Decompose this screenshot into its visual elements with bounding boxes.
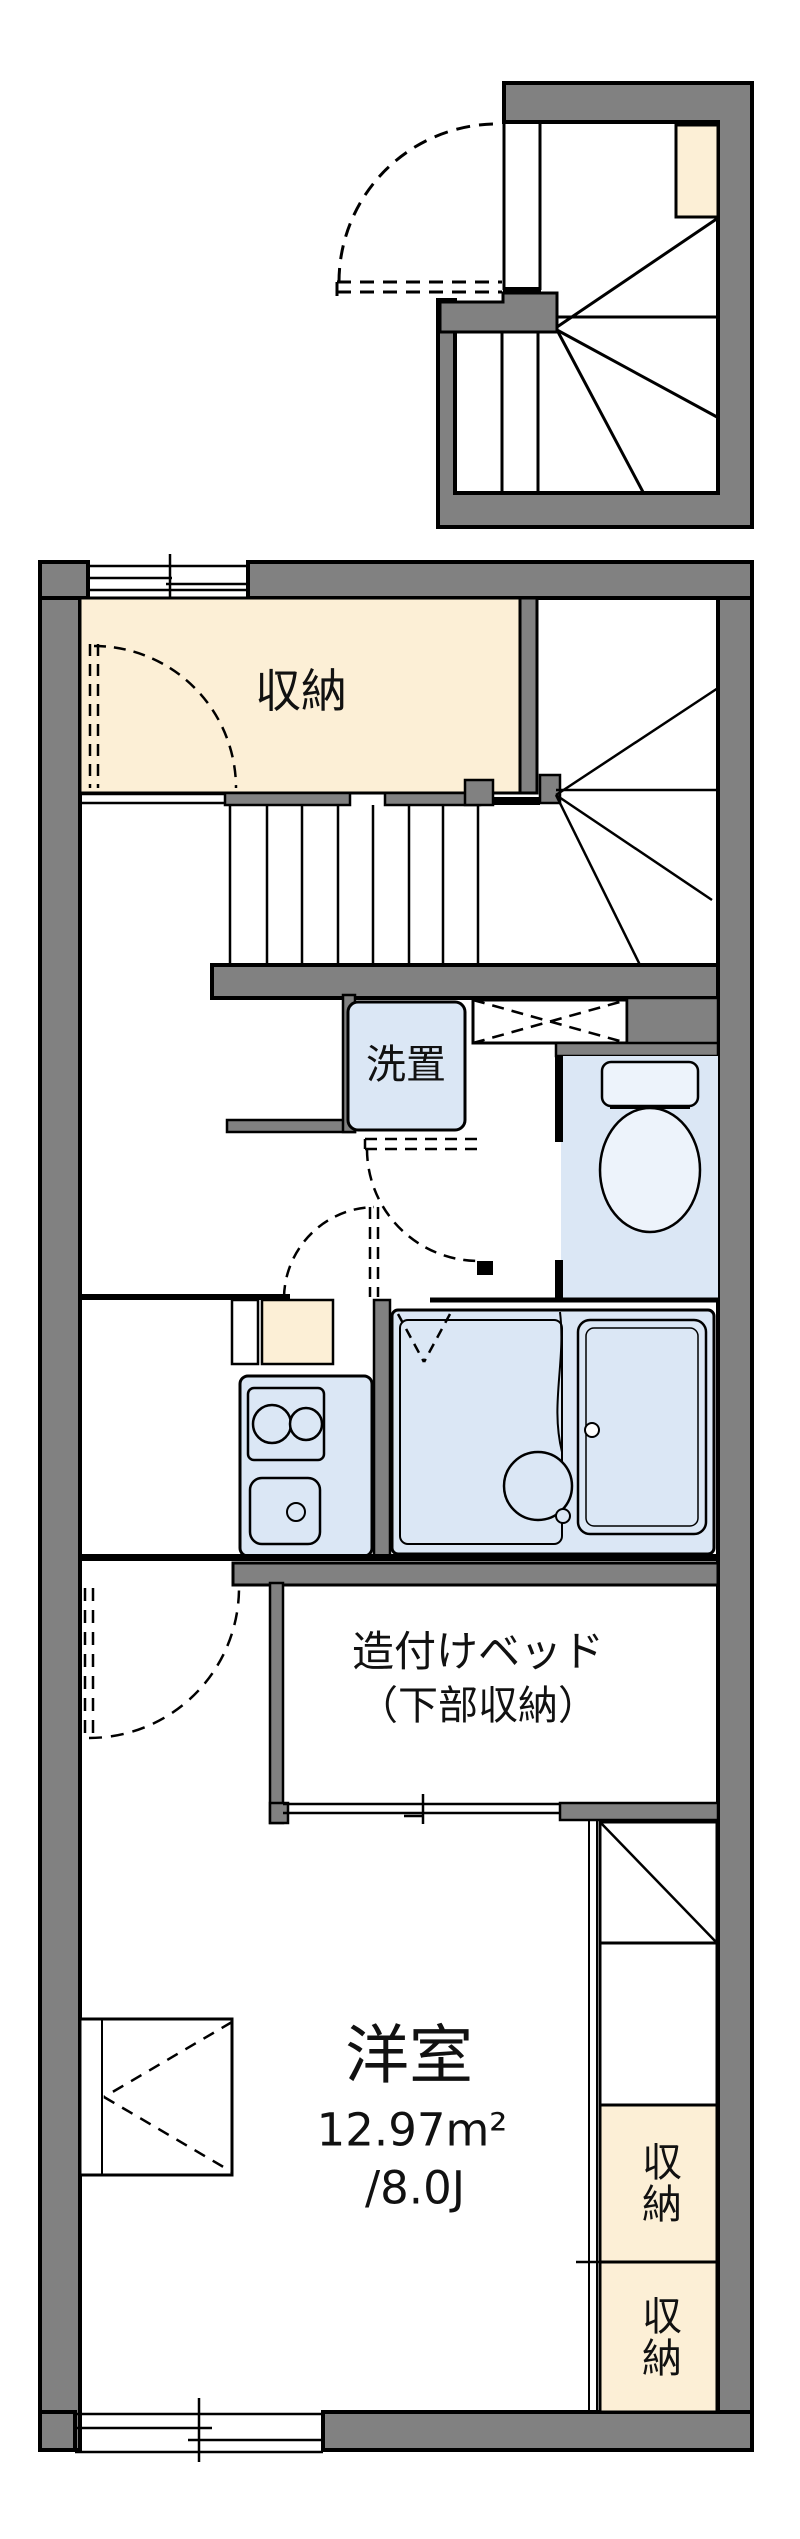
storage-room-top [78,596,539,805]
main-staircase [210,686,720,1000]
refrigerator-space [471,998,629,1045]
stair-treads [228,686,719,966]
toilet-tank [600,1060,700,1108]
label-closet-lower: 収納 [635,2295,681,2379]
bathroom [390,1297,718,1556]
bottom-window [73,2398,325,2462]
upper-floor-stairs [335,81,754,529]
top-window [86,554,250,600]
closet-column [576,1820,719,2414]
toilet-door-swing [363,1137,480,1263]
label-storage-top: 収納 [255,663,347,718]
closet-lower-box [598,2260,719,2414]
bathtub [576,1318,708,1536]
label-closet-upper: 収納 [635,2141,681,2225]
label-washer: 洗置 [366,1042,446,1088]
main-outer-walls [38,554,754,2462]
label-room-tatami: /8.0J [365,2161,465,2215]
upper-stair-landing [674,123,720,219]
toilet-room [554,996,720,1303]
corridor-walls [225,993,357,1134]
sink [248,1476,322,1546]
room-door-swing [83,1587,241,1740]
kitchen [80,1205,392,1558]
closet-upper-box [598,2103,719,2264]
label-bed-line1: 造付けベッド [351,1626,605,1676]
upper-stair-treads [500,216,719,493]
label-room-area: 12.97m² [316,2103,508,2157]
built-in-bed [80,1554,720,1825]
kitchen-door-swing [282,1205,380,1298]
storage-door-swing [88,644,238,789]
label-bed-line2: （下部収納） [358,1683,598,1729]
corner-fixture [78,2017,234,2177]
upper-wall-ring [436,81,754,529]
bed-sliding-front [283,1794,560,1824]
bath-folding-door [396,1313,452,1363]
entrance-door-swing [335,122,502,297]
washer-space [346,1000,467,1132]
label-room-name: 洋室 [345,2019,473,2094]
toilet-bowl [598,1106,702,1234]
